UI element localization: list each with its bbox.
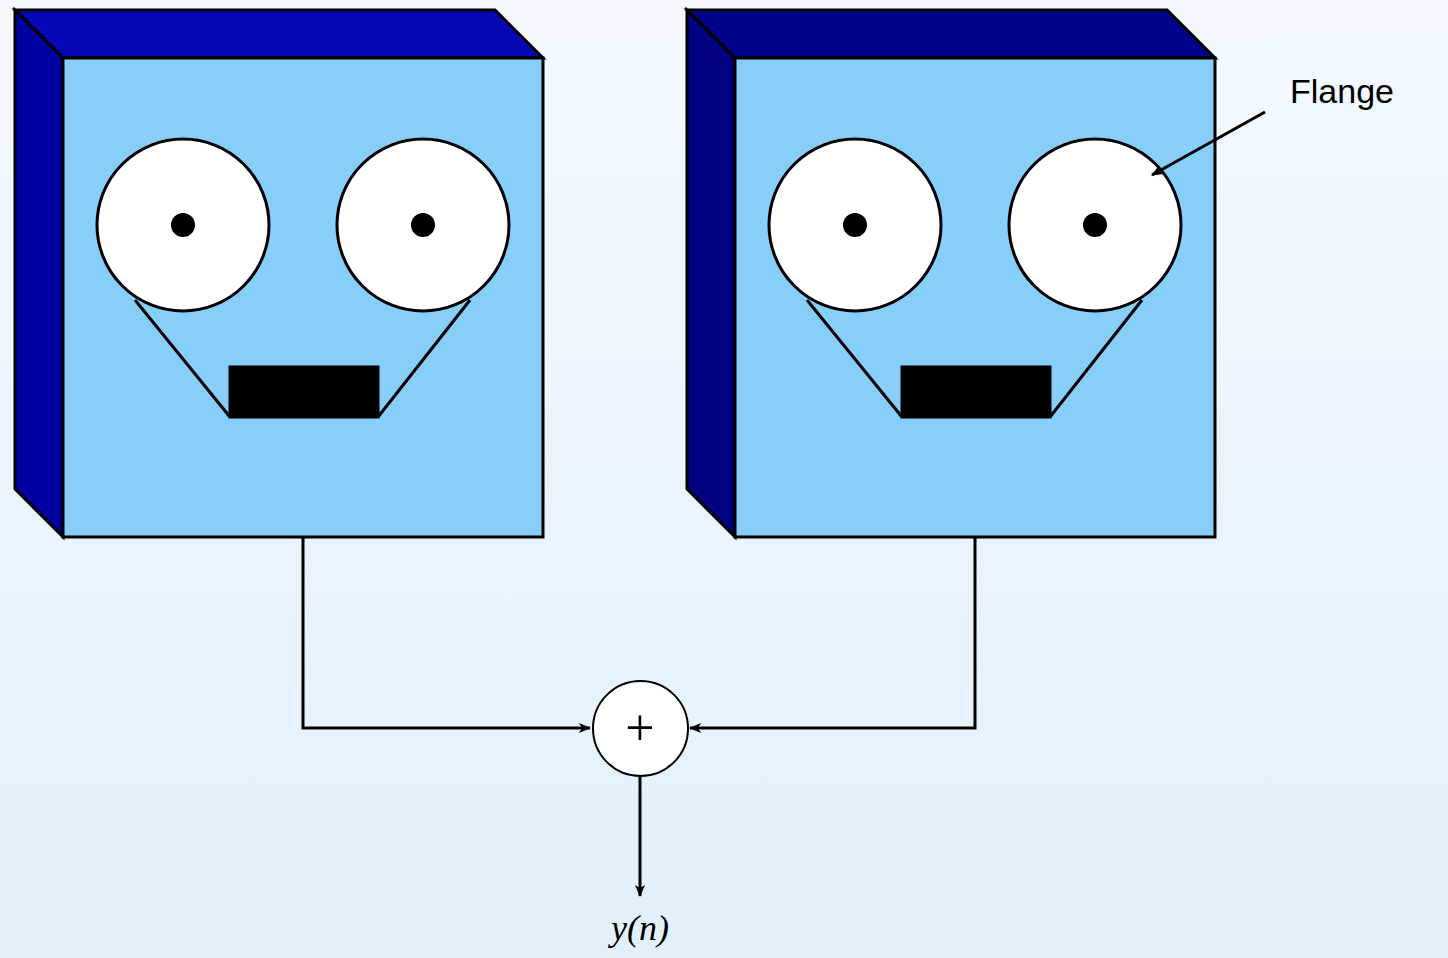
- tape-machine: [687, 10, 1215, 537]
- summing-junction: +: [592, 680, 689, 777]
- signal-name: y(n): [611, 910, 669, 946]
- callout-label: Flange: [1290, 74, 1394, 108]
- plus-sign: +: [625, 702, 654, 754]
- signal-wire: [303, 112, 1265, 896]
- tape-machine: [15, 10, 543, 537]
